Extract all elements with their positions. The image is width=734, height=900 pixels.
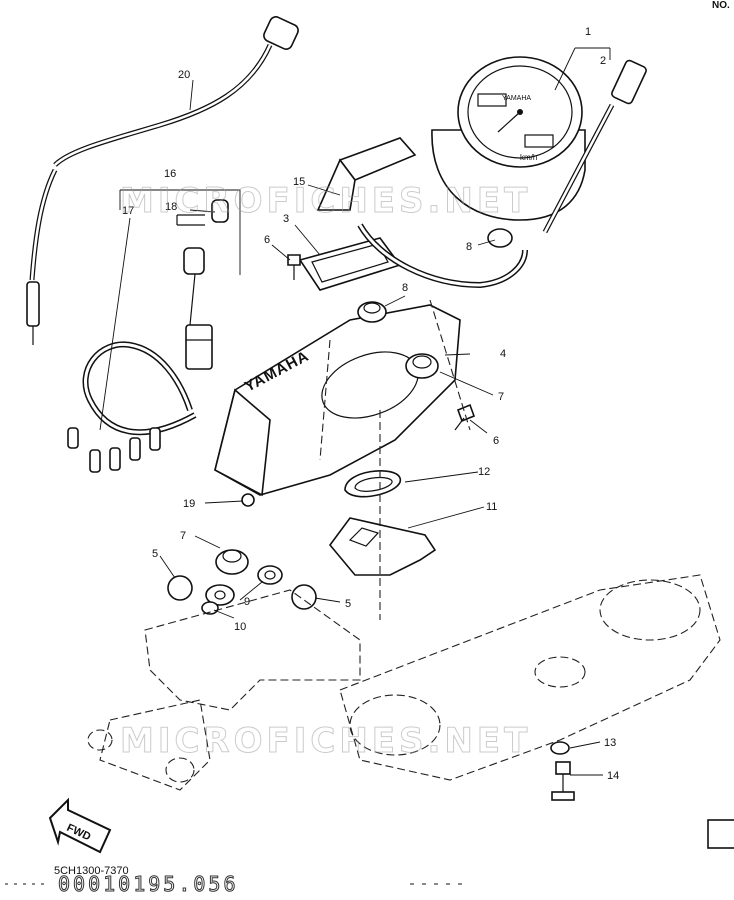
callout-13: 13 [604, 737, 616, 749]
callout-10: 10 [234, 621, 246, 633]
speedometer-cable [26, 16, 299, 345]
callout-1: 1 [585, 26, 591, 38]
callout-18: 18 [165, 201, 177, 213]
rubber-damper [344, 470, 401, 498]
callout-19: 19 [183, 498, 195, 510]
callout-9: 9 [244, 596, 250, 608]
washer [167, 493, 570, 755]
callout-5a: 5 [152, 548, 158, 560]
callout-14: 14 [607, 770, 619, 782]
stay-bracket [328, 517, 437, 576]
indicator-lens [316, 137, 417, 211]
callout-7a: 7 [498, 391, 504, 403]
drawing-code: 00010195.056 [58, 872, 239, 896]
callout-2: 2 [600, 55, 606, 67]
leader-lines [99, 47, 611, 776]
drawing-ref: 5CH1300-7370 [54, 865, 129, 877]
callout-11: 11 [486, 501, 497, 513]
callout-20: 20 [178, 69, 190, 81]
wiring-harness [67, 199, 229, 473]
callout-3: 3 [283, 213, 289, 225]
sender-cable [542, 59, 647, 234]
callout-17: 17 [122, 205, 134, 217]
callout-6b: 6 [493, 435, 499, 447]
watermark-top: MICROFICHES.NET [120, 181, 531, 221]
callout-8a: 8 [402, 282, 408, 294]
screw [287, 254, 575, 801]
grommet [215, 228, 513, 575]
callout-labels: 1 2 3 4 5 5 6 6 7 7 8 8 9 10 11 12 13 14… [122, 26, 619, 782]
gauge-brand: YAMAHA [502, 95, 531, 102]
meter-housing: YAMAHA [214, 304, 461, 497]
indicator-panel [298, 237, 402, 291]
corner-label: NO. [712, 0, 730, 11]
fwd-arrow-icon: FWD [48, 797, 112, 854]
lower-bracket [87, 299, 721, 791]
callout-7b: 7 [180, 530, 186, 542]
gauge-unit: km/h [520, 153, 537, 162]
watermark-bottom: MICROFICHES.NET [120, 721, 531, 761]
callout-12: 12 [478, 466, 490, 478]
callout-8b: 8 [466, 241, 472, 253]
callout-4: 4 [500, 348, 506, 360]
callout-16: 16 [164, 168, 176, 180]
page-edge-box [707, 819, 734, 849]
callout-6a: 6 [264, 234, 270, 246]
callout-15: 15 [293, 176, 305, 188]
callout-5b: 5 [345, 598, 351, 610]
speedometer-gauge: YAMAHA km/h [431, 56, 586, 221]
